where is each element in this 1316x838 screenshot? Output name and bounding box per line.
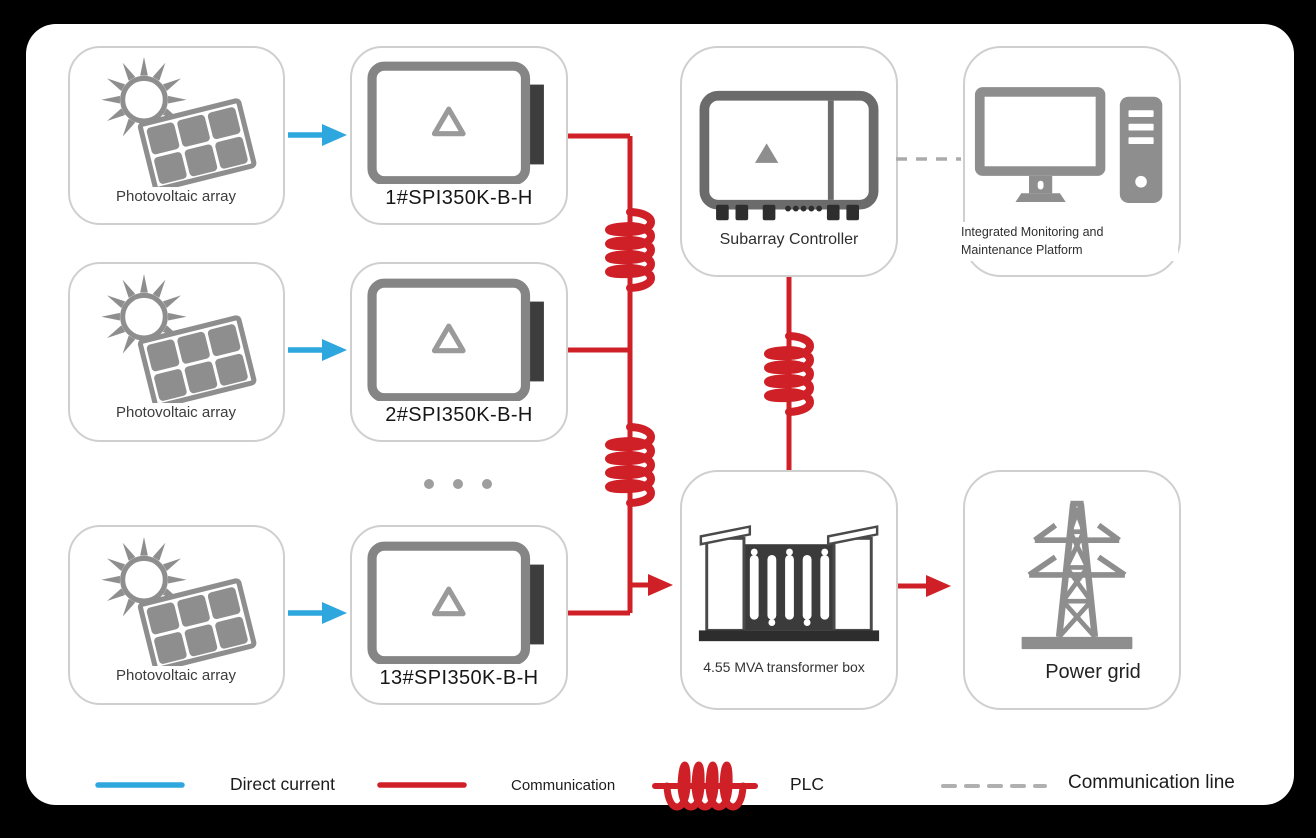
pv-array-label-3: Photovoltaic array [109,666,243,687]
plc-coil-2 [605,423,655,507]
communication-line-legend-dashes [941,784,1047,788]
subarray-controller-label: Subarray Controller [711,229,867,251]
power-grid-label: Power grid [1037,659,1149,686]
inverter-label-13: 13#SPI350K-B-H [367,664,551,693]
monitoring-platform-label: Integrated Monitoring and Maintenance Pl… [956,222,1178,261]
pv-array-label-2: Photovoltaic array [109,403,243,424]
direct-current-legend-line [95,782,185,788]
ellipsis-dots [424,479,492,489]
direct-current-legend-label: Direct current [230,774,336,794]
communication-legend-label: Communication [511,777,616,794]
communication-legend-line [377,782,467,788]
plc-coil-1 [605,208,655,292]
inverter-label-2: 2#SPI350K-B-H [373,401,545,430]
plc-coil-controller [764,332,814,416]
pv-array-label-1: Photovoltaic array [109,187,243,208]
transformer-label: 4.55 MVA transformer box [697,658,871,678]
communication-line-legend-label: Communication line [1068,772,1235,793]
inverter-label-1: 1#SPI350K-B-H [373,184,545,213]
plc-legend-coil [652,761,758,811]
plc-legend-label: PLC [790,774,825,794]
